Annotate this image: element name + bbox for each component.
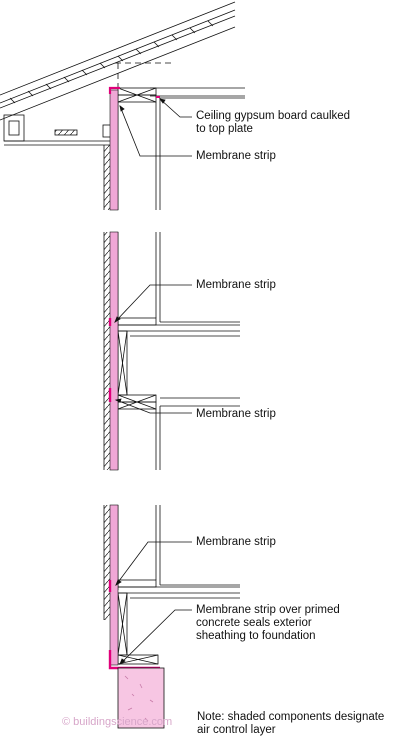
air-layer-top [108,86,160,211]
concrete-foundation [117,667,165,729]
label-membrane-mid1: Membrane strip [196,279,276,291]
floor-assembly [103,232,240,470]
label-foundation-membrane: Membrane strip over primed concrete seal… [196,604,340,642]
label-membrane-top: Membrane strip [196,150,276,162]
copyright-text: © buildingscience.com [62,716,173,728]
leader-lines [114,98,192,665]
roof-assembly [0,1,245,210]
air-layer-bottom [108,504,160,670]
note-text: Note: shaded components designate air co… [197,711,385,736]
label-membrane-mid2: Membrane strip [196,408,276,420]
air-layer-middle [108,231,119,471]
label-ceiling-gypsum: Ceiling gypsum board caulked to top plat… [196,110,351,135]
label-membrane-low: Membrane strip [196,536,276,548]
